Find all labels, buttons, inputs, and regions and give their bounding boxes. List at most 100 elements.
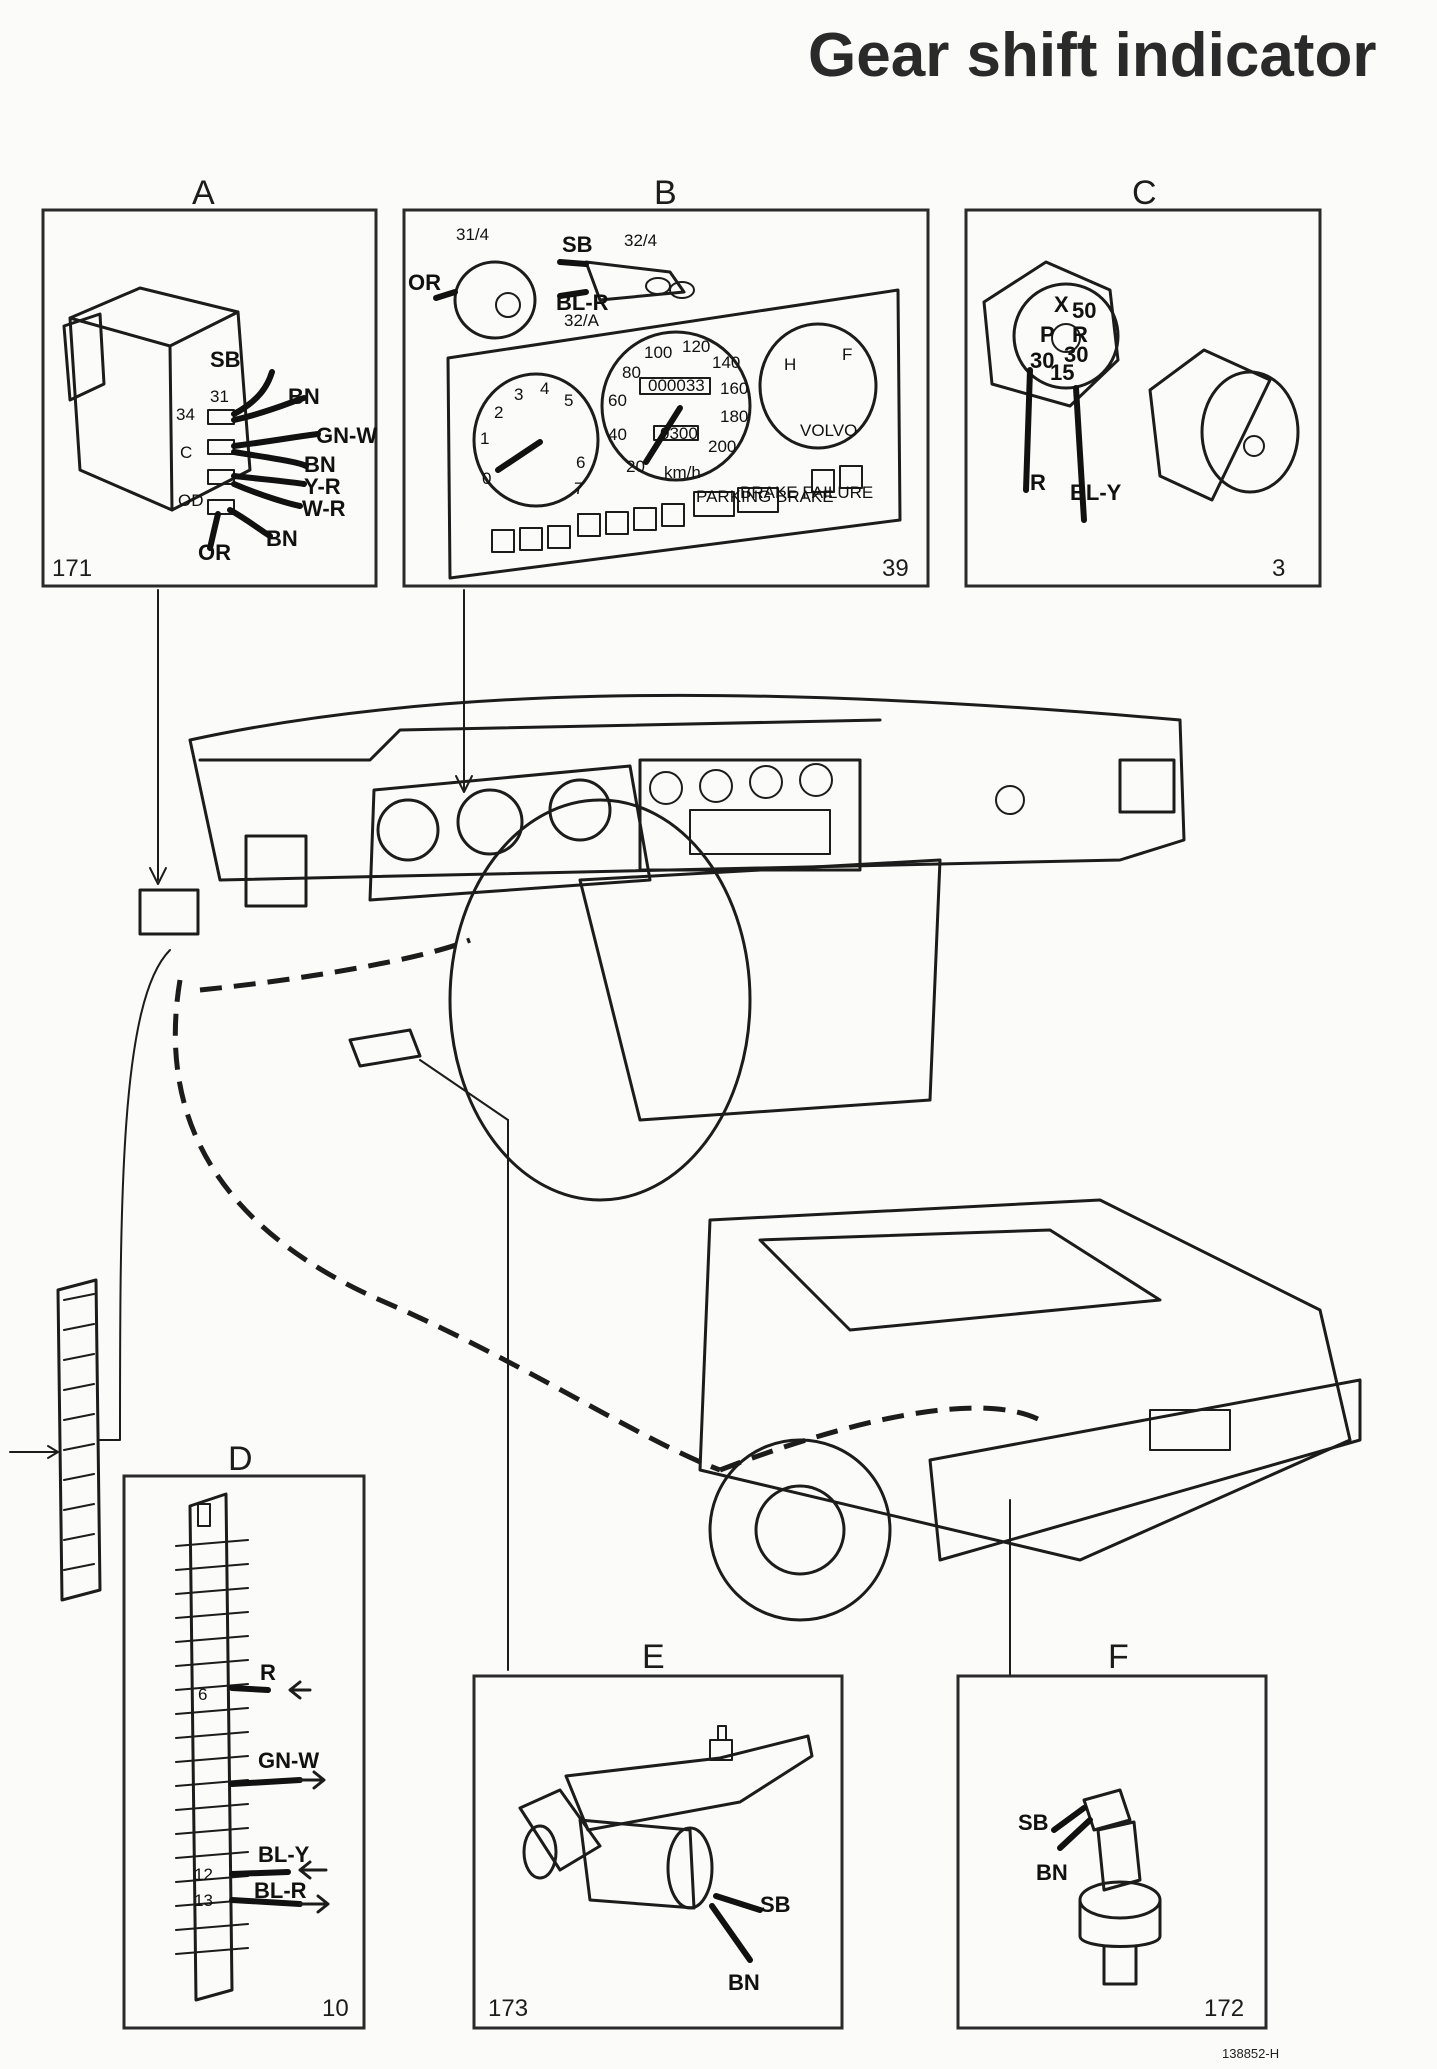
overdrive-switch-drawing xyxy=(1051,1788,1162,1986)
rpm-tick: 0 xyxy=(482,469,491,488)
pin-label-31: 31 xyxy=(210,387,229,406)
wire-label-bl-r: BL-R xyxy=(254,1878,307,1903)
temp-gauge-label: H xyxy=(784,355,796,374)
speedometer-ticks: 20 40 60 80 100 120 140 160 180 200 xyxy=(608,337,748,476)
left-air-vent xyxy=(244,834,308,908)
wire-label-r: R xyxy=(260,1660,276,1685)
odometer-reading: 000033 xyxy=(648,376,705,395)
panel-a-frame xyxy=(41,208,378,588)
switch-position-r: R xyxy=(1072,322,1088,347)
wire-label-or: OR xyxy=(198,540,231,565)
pin-label-od: OD xyxy=(178,491,204,510)
wire-label-r: R xyxy=(1030,470,1046,495)
center-console xyxy=(578,858,942,1122)
parking-brake-label: PARKING BRAKE xyxy=(696,487,834,506)
switch-terminal-30: 30 xyxy=(1064,342,1088,367)
speed-unit: km/h xyxy=(664,463,701,482)
panel-e-code: 173 xyxy=(488,1995,528,2022)
gear-shift-relay-drawing xyxy=(62,286,321,551)
panel-c: C 50 X P R 30 30 15 R BL-Y 3 xyxy=(964,174,1322,588)
rpm-tick: 2 xyxy=(494,403,503,422)
wire-label-bl-y: BL-Y xyxy=(1070,480,1122,505)
panel-e-frame xyxy=(472,1674,844,2030)
switch-position-x: X xyxy=(1054,292,1069,317)
speed-tick: 80 xyxy=(622,363,641,382)
fuel-temp-gauge xyxy=(758,322,878,450)
instrument-cluster xyxy=(446,288,902,580)
switch-position-50: 50 xyxy=(1072,298,1096,323)
rpm-tick: 5 xyxy=(564,391,573,410)
wire-label-sb: SB xyxy=(760,1892,791,1917)
gearbox-switch-drawing xyxy=(518,1725,814,1963)
steering-wheel xyxy=(448,798,752,1202)
rpm-tick: 7 xyxy=(574,479,583,498)
tachometer-ticks: 0 1 2 3 4 5 6 7 xyxy=(480,379,585,498)
wire-label-bl-r: BL-R xyxy=(556,290,609,315)
speed-tick: 20 xyxy=(626,457,645,476)
wire-label-bn: BN xyxy=(288,384,320,409)
wire-label-sb: SB xyxy=(210,347,241,372)
connector-label-31-4: 31/4 xyxy=(456,225,489,244)
wire-label-bl-y: BL-Y xyxy=(258,1842,310,1867)
connector-drawing xyxy=(433,259,695,340)
brand-label: VOLVO xyxy=(800,421,857,440)
wire-label-bn: BN xyxy=(728,1970,760,1995)
rpm-tick: 3 xyxy=(514,385,523,404)
fuse-box xyxy=(9,1278,102,1602)
panel-d-frame xyxy=(122,1474,366,2030)
speed-tick: 40 xyxy=(608,425,627,444)
wire-label-bn: BN xyxy=(304,452,336,477)
terminal-block-drawing xyxy=(175,1492,330,2002)
rpm-tick: 6 xyxy=(576,453,585,472)
dashboard-drawing xyxy=(138,693,1186,1202)
page-title: Gear shift indicator xyxy=(808,21,1376,90)
switch-terminal-30: 30 xyxy=(1030,348,1054,373)
speed-tick: 180 xyxy=(720,407,748,426)
wire-label-y-r: Y-R xyxy=(304,474,341,499)
wire-label-bn: BN xyxy=(266,526,298,551)
wire-label-w-r: W-R xyxy=(302,496,346,521)
panel-a-code: 171 xyxy=(52,555,92,582)
car-rear-drawing xyxy=(698,1198,1362,1622)
right-air-vent xyxy=(1118,758,1176,814)
dash-gauges xyxy=(368,764,652,902)
speedometer xyxy=(600,330,752,482)
connector-label-32-a: 32/A xyxy=(564,311,600,330)
panel-a: A SB BN GN-W BN Y-R W-R BN OR 31 xyxy=(41,174,378,588)
pin-label-c: C xyxy=(180,443,192,462)
panel-c-frame xyxy=(964,208,1322,588)
wire-label-gn-w: GN-W xyxy=(258,1748,319,1773)
speed-tick: 100 xyxy=(644,343,672,362)
ignition-switch-drawing xyxy=(982,260,1300,523)
panel-d: D 6 12 13 R GN-W BL-Y BL-R 10 xyxy=(122,1440,366,2030)
wire-label-sb: SB xyxy=(562,232,593,257)
tachometer xyxy=(472,372,600,508)
wire-label-sb: SB xyxy=(1018,1810,1049,1835)
panel-e-letter: E xyxy=(642,1638,665,1676)
speed-tick: 140 xyxy=(712,353,740,372)
rpm-tick: 4 xyxy=(540,379,549,398)
panel-a-letter: A xyxy=(192,174,215,212)
rpm-tick: 1 xyxy=(480,429,489,448)
connector-label-32-4: 32/4 xyxy=(624,231,657,250)
gear-shift-relay xyxy=(138,888,200,936)
panel-b-code: 39 xyxy=(882,555,909,582)
panel-f-letter: F xyxy=(1108,1638,1129,1676)
indicator-lamp-row xyxy=(491,465,863,553)
document-code: 138852-H xyxy=(1222,2046,1279,2061)
speed-tick: 120 xyxy=(682,337,710,356)
speed-tick: 160 xyxy=(720,379,748,398)
panel-f-code: 172 xyxy=(1204,1995,1244,2022)
speed-tick: 60 xyxy=(608,391,627,410)
panel-d-letter: D xyxy=(228,1440,253,1478)
panel-b-frame xyxy=(402,208,930,588)
panel-c-letter: C xyxy=(1132,174,1157,212)
panel-b: B 31/4 32/4 32/A OR SB BL-R 000033 0300 … xyxy=(402,174,930,588)
terminal-number-6: 6 xyxy=(198,1685,207,1704)
panel-f: F SB BN 172 xyxy=(956,1638,1268,2030)
switch-terminal-15: 15 xyxy=(1050,360,1074,385)
brake-failure-label: BRAKE FAILURE xyxy=(740,483,873,502)
panel-f-frame xyxy=(956,1674,1268,2030)
speed-tick: 200 xyxy=(708,437,736,456)
